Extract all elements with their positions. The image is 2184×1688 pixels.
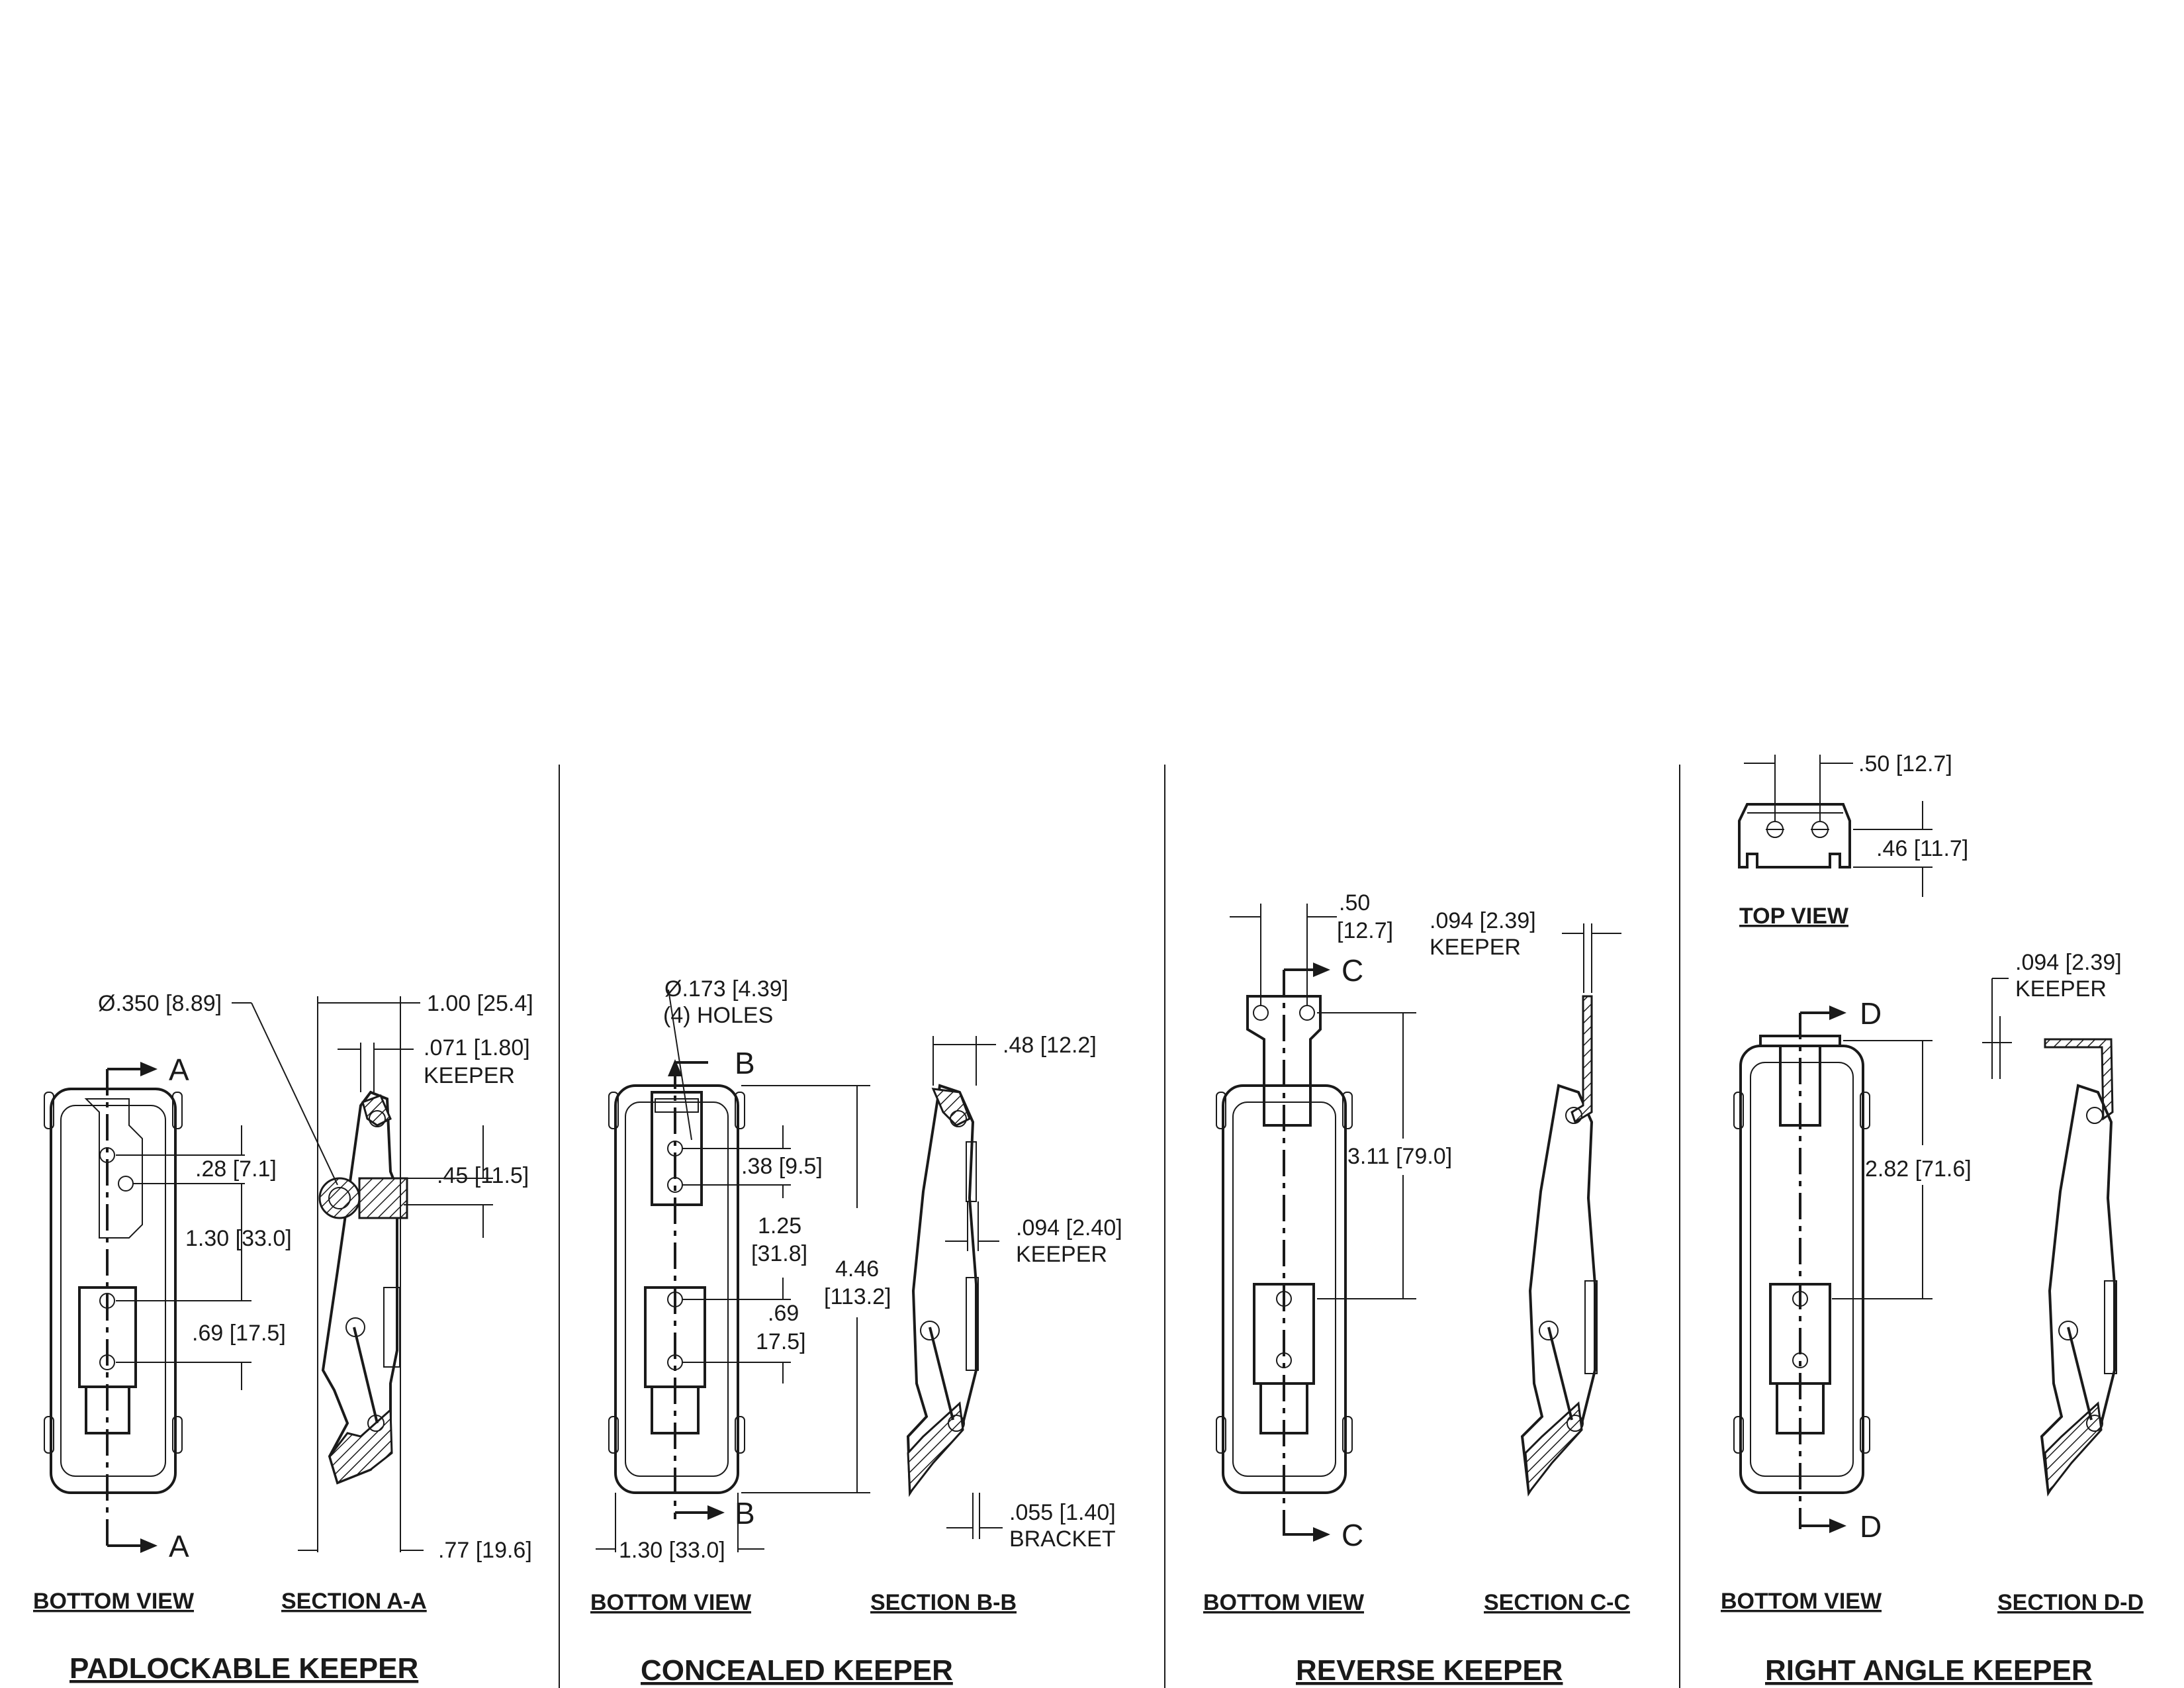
view-label-section: SECTION A-A: [281, 1589, 427, 1614]
dim-keeper-label: KEEPER: [424, 1063, 515, 1088]
dim-bracket-thickness: .055 [1.40]: [1009, 1500, 1116, 1525]
dimension-lines: [1230, 904, 1621, 1299]
dim-hole-count: (4) HOLES: [663, 1003, 773, 1028]
dim-keeper-thickness: .071 [1.80]: [424, 1035, 530, 1060]
panel-title: RIGHT ANGLE KEEPER: [1765, 1654, 2093, 1687]
dim-keeper-thickness: .094 [2.40]: [1016, 1215, 1122, 1241]
dim-base-width: 1.30 [33.0]: [619, 1538, 725, 1563]
dim-keeper-thickness: .094 [2.39]: [2015, 950, 2122, 975]
dim-keeper-thickness: .094 [2.39]: [1430, 908, 1536, 933]
dim-hole-offset: .38 [9.5]: [741, 1154, 823, 1179]
dim-keeper-length: 3.11 [79.0]: [1347, 1144, 1452, 1169]
dim-bracket-label: BRACKET: [1009, 1526, 1116, 1552]
panel-dividers: [559, 765, 1680, 1688]
dim-section-width: .77 [19.6]: [438, 1538, 532, 1563]
section-view-drawing: [906, 1084, 979, 1497]
dim-hole-spacing: .50 [12.7]: [1858, 751, 1952, 776]
panel-title: REVERSE KEEPER: [1296, 1654, 1563, 1687]
section-letter-top: A: [169, 1053, 189, 1087]
dim-overall-length-metric: [113.2]: [824, 1284, 891, 1309]
view-label-bottom: BOTTOM VIEW: [33, 1589, 195, 1614]
panel-reverse-keeper: C C: [1203, 890, 1630, 1687]
view-label-top: TOP VIEW: [1739, 904, 1849, 929]
dim-keeper-label: KEEPER: [2015, 976, 2107, 1002]
view-label-section: SECTION D-D: [1997, 1590, 2144, 1615]
view-label-bottom: BOTTOM VIEW: [1721, 1589, 1882, 1614]
section-letter-bottom: D: [1860, 1509, 1882, 1544]
bottom-view-drawing: [44, 1069, 183, 1546]
dim-hole-diameter: Ø.173 [4.39]: [664, 976, 788, 1002]
dim-keeper-label: KEEPER: [1430, 935, 1521, 960]
section-letter-top: D: [1860, 996, 1882, 1031]
section-arrow-top: B: [668, 1046, 755, 1080]
dim-hole-spacing-metric: [12.7]: [1337, 918, 1393, 943]
panel-right-angle-keeper: D D: [1721, 751, 2144, 1687]
dim-flange-depth: .46 [11.7]: [1876, 836, 1968, 861]
section-arrow-top: C: [1284, 953, 1363, 988]
dimension-lines: [1744, 755, 2012, 1299]
panel-title: CONCEALED KEEPER: [641, 1654, 953, 1687]
dim-width: 1.00 [25.4]: [427, 991, 533, 1016]
section-letter-top: B: [735, 1046, 755, 1080]
section-arrow-bottom: D: [1800, 1509, 1882, 1544]
bottom-view-drawing: [608, 1062, 745, 1519]
section-view-drawing: [318, 1090, 408, 1485]
panel-title: PADLOCKABLE KEEPER: [69, 1652, 418, 1685]
dim-hole-diameter: Ø.350 [8.89]: [98, 991, 222, 1016]
bottom-view-drawing: [1216, 970, 1353, 1536]
bottom-view-drawing: [1733, 1013, 1870, 1529]
top-view-drawing: [1738, 803, 1851, 868]
section-letter-bottom: A: [169, 1529, 189, 1564]
section-arrow-bottom: B: [675, 1496, 755, 1530]
view-label-section: SECTION C-C: [1484, 1590, 1630, 1615]
dim-lower-spacing: .69: [768, 1301, 799, 1326]
section-letter-bottom: C: [1342, 1518, 1363, 1552]
dim-hole-spacing: 1.25: [758, 1213, 801, 1239]
dim-hole-spacing: .50: [1339, 890, 1370, 915]
panel-padlockable-keeper: A A: [33, 991, 533, 1685]
dim-hole-spacing-metric: [31.8]: [751, 1241, 807, 1266]
panel-concealed-keeper: B B: [590, 976, 1122, 1687]
dim-keeper-depth: .45 [11.5]: [437, 1163, 529, 1188]
section-arrow-top: D: [1800, 996, 1882, 1031]
dim-lower-spacing: .69 [17.5]: [192, 1321, 286, 1346]
dimension-lines: [116, 996, 493, 1552]
dim-hole-offset: .28 [7.1]: [195, 1156, 277, 1182]
view-label-bottom: BOTTOM VIEW: [590, 1590, 752, 1615]
dimension-lines: [596, 989, 1003, 1552]
dim-keeper-length: 2.82 [71.6]: [1865, 1156, 1972, 1182]
section-view-drawing: [2040, 1038, 2117, 1497]
dim-hole-spacing: 1.30 [33.0]: [185, 1226, 292, 1251]
view-label-bottom: BOTTOM VIEW: [1203, 1590, 1365, 1615]
dim-overall-length: 4.46: [835, 1256, 879, 1282]
section-view-drawing: [1520, 995, 1598, 1497]
section-letter-top: C: [1342, 953, 1363, 988]
dim-section-width: .48 [12.2]: [1003, 1033, 1097, 1058]
section-arrow-top: A: [107, 1053, 189, 1087]
dim-lower-spacing-metric: 17.5]: [756, 1329, 806, 1354]
dim-keeper-label: KEEPER: [1016, 1242, 1107, 1267]
section-arrow-bottom: A: [107, 1529, 189, 1564]
section-arrow-bottom: C: [1284, 1518, 1363, 1552]
view-label-section: SECTION B-B: [870, 1590, 1017, 1615]
